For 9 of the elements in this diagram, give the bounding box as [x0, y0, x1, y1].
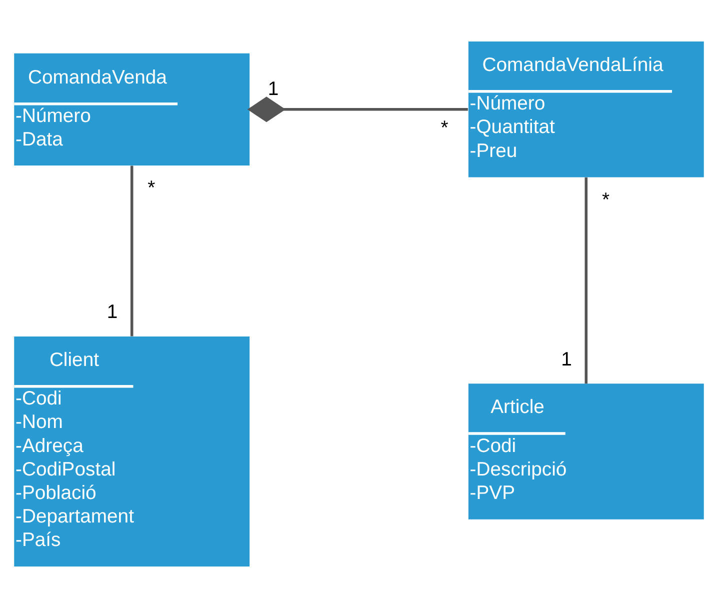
- connector: [247, 96, 468, 122]
- label: *: [148, 177, 156, 200]
- label: *: [440, 117, 448, 140]
- label: 1: [106, 301, 118, 324]
- label: 1: [561, 348, 572, 370]
- label: 1: [268, 78, 279, 100]
- connector: [130, 166, 134, 336]
- connector: [584, 177, 588, 384]
- label: *: [602, 188, 610, 211]
